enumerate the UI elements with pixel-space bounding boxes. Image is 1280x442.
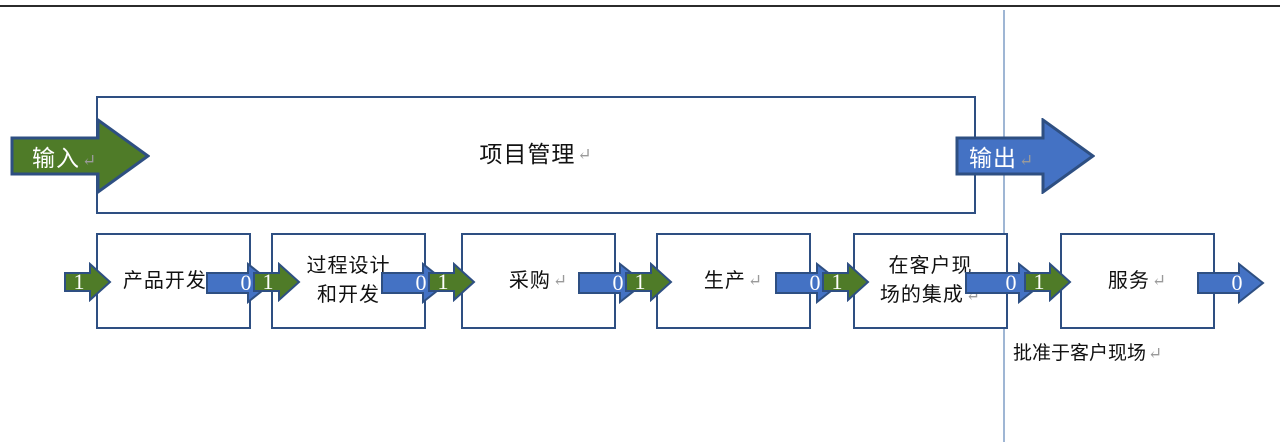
blue-arrow-shape <box>965 262 1045 304</box>
approval-caption-text: 批准于客户现场 <box>1013 343 1147 364</box>
connector-c3-green-arrow[interactable]: 1 <box>625 262 673 302</box>
green-arrow-shape <box>625 262 673 302</box>
stage-label-process-design: 过程设计 和开发 <box>271 233 426 329</box>
pilcrow-icon: ↵ <box>1151 270 1168 290</box>
stage-text-line2: 和开发 <box>317 284 380 306</box>
pilcrow-icon: ↵ <box>82 151 98 170</box>
pilcrow-icon: ↵ <box>1019 151 1035 170</box>
stage-label-onsite-integration: 在客户现 场的集成↵ <box>853 233 1008 329</box>
stage-label-production: 生产↵ <box>656 233 811 329</box>
pilcrow-icon: ↵ <box>577 144 593 164</box>
approval-caption: 批准于客户现场↵ <box>1013 338 1162 365</box>
output-arrow-shape <box>955 118 1095 194</box>
connector-c6-blue-arrow[interactable]: 0 <box>1197 262 1265 304</box>
green-arrow-shape <box>428 262 476 302</box>
vertical-guide-line <box>1003 10 1005 442</box>
input-arrow-label: 输入↵ <box>32 146 98 171</box>
stage-text: 产品开发 <box>122 269 207 292</box>
stage-label-purchasing: 采购↵ <box>461 233 616 329</box>
output-arrow[interactable]: 输出↵ <box>955 118 1095 194</box>
green-arrow-shape <box>1024 262 1072 302</box>
stage-text-line1: 过程设计 <box>306 255 391 277</box>
top-horizontal-rule <box>0 5 1280 7</box>
input-arrow[interactable]: 输入↵ <box>10 118 150 194</box>
pilcrow-icon: ↵ <box>1148 344 1163 363</box>
project-management-label: 项目管理↵ <box>96 96 976 214</box>
connector-c5-green-arrow[interactable]: 1 <box>1024 262 1072 302</box>
project-management-box <box>96 96 976 214</box>
green-arrow-shape <box>822 262 870 302</box>
stage-box-service <box>1060 233 1215 329</box>
pilcrow-icon: ↵ <box>747 270 764 290</box>
stage-text: 生产 <box>703 269 746 292</box>
connector-c4-green-arrow[interactable]: 1 <box>822 262 870 302</box>
stage-label-service: 服务↵ <box>1060 233 1215 329</box>
connector-c2-green-arrow[interactable]: 1 <box>428 262 476 302</box>
pilcrow-icon: ↵ <box>552 270 569 290</box>
green-arrow-shape <box>64 262 112 302</box>
connector-c0-green-arrow[interactable]: 1 <box>64 262 112 302</box>
connector-c1-green-arrow[interactable]: 1 <box>253 262 301 302</box>
stage-text-line1: 在客户现 <box>888 255 973 277</box>
stage-text: 服务 <box>1107 269 1150 292</box>
stage-text: 采购 <box>508 269 551 292</box>
green-arrow-shape <box>253 262 301 302</box>
project-management-text: 项目管理 <box>479 142 576 168</box>
blue-arrow-shape <box>1197 262 1265 304</box>
input-arrow-shape <box>10 118 150 194</box>
output-arrow-label: 输出↵ <box>969 146 1035 171</box>
